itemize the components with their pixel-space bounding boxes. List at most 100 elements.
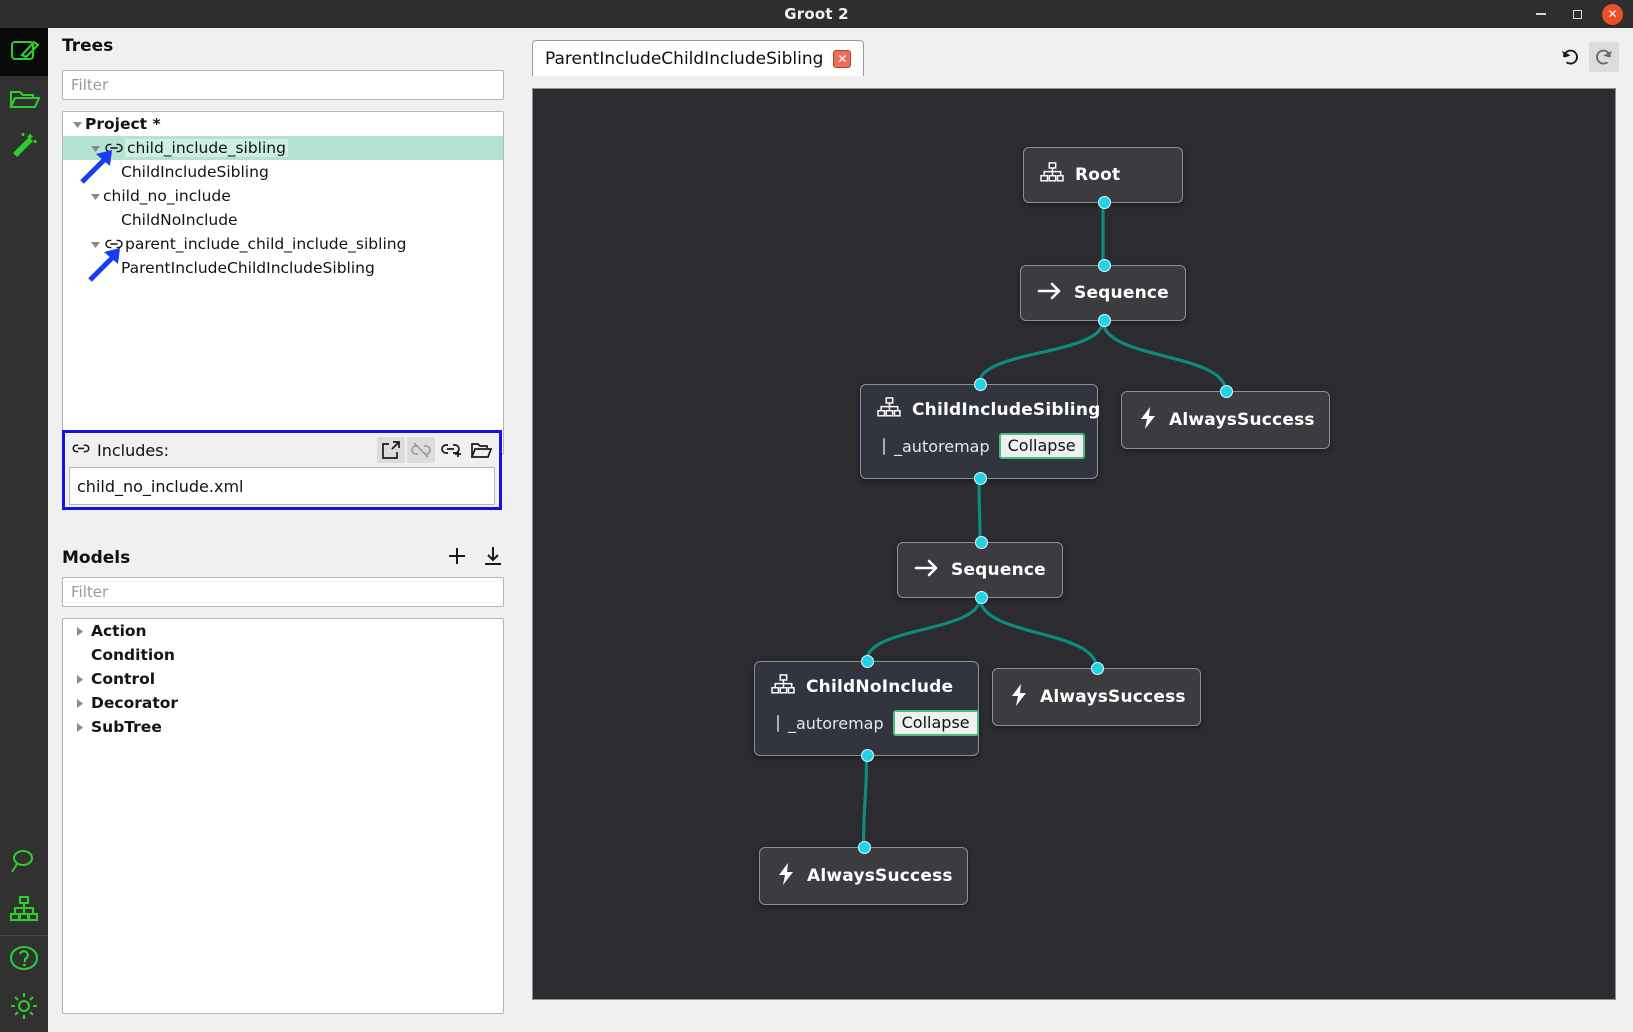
tab-close-icon[interactable]: ✕ bbox=[833, 49, 852, 68]
expand-caret-icon[interactable] bbox=[71, 698, 87, 709]
hierarchy-icon bbox=[771, 674, 795, 700]
expand-caret-icon[interactable] bbox=[71, 674, 87, 685]
bt-node-seq1[interactable]: Sequence bbox=[1020, 259, 1186, 327]
rail-item-wand[interactable] bbox=[0, 124, 48, 172]
includes-header: Includes: bbox=[65, 433, 499, 467]
tree-row[interactable]: child_include_sibling bbox=[63, 136, 503, 160]
folder-icon bbox=[8, 82, 41, 118]
expand-caret-icon[interactable] bbox=[71, 722, 87, 733]
open-folder-icon[interactable] bbox=[467, 437, 495, 463]
model-row[interactable]: Decorator bbox=[63, 691, 503, 715]
add-link-icon[interactable] bbox=[437, 437, 465, 463]
window-controls: ✕ bbox=[1530, 0, 1623, 28]
tree-row[interactable]: Project * bbox=[63, 112, 503, 136]
bolt-icon bbox=[1138, 406, 1158, 434]
question-circle-icon bbox=[8, 942, 40, 978]
tree-row[interactable]: ParentIncludeChildIncludeSibling bbox=[63, 256, 503, 280]
bt-node-as3[interactable]: AlwaysSuccess bbox=[759, 841, 968, 905]
tree-row[interactable]: child_no_include bbox=[63, 184, 503, 208]
rail-item-settings[interactable] bbox=[0, 984, 48, 1032]
bt-edge bbox=[978, 597, 1099, 669]
hierarchy-icon bbox=[8, 893, 40, 929]
tree-row-label: ParentIncludeChildIncludeSibling bbox=[121, 259, 375, 277]
bt-node-seq2[interactable]: Sequence bbox=[897, 536, 1063, 604]
rail-item-open-project[interactable] bbox=[0, 76, 48, 124]
model-row[interactable]: Action bbox=[63, 619, 503, 643]
model-row[interactable]: SubTree bbox=[63, 715, 503, 739]
add-model-button[interactable] bbox=[446, 545, 468, 571]
maximize-button[interactable] bbox=[1566, 3, 1588, 25]
close-button[interactable]: ✕ bbox=[1602, 3, 1623, 25]
tree-row-label: ChildIncludeSibling bbox=[121, 163, 269, 181]
expand-caret-icon[interactable] bbox=[71, 626, 87, 637]
models-panel-title: Models bbox=[62, 548, 131, 568]
models-filter-input[interactable]: Filter bbox=[62, 577, 504, 607]
minimize-button[interactable] bbox=[1530, 3, 1552, 25]
tab-strip: ParentIncludeChildIncludeSibling ✕ bbox=[528, 36, 1623, 76]
expand-caret-icon[interactable] bbox=[87, 191, 103, 202]
rail-divider bbox=[0, 935, 48, 936]
bt-node-title: Root bbox=[1075, 165, 1121, 185]
bt-node-as1[interactable]: AlwaysSuccess bbox=[1121, 385, 1330, 449]
autoremap-checkbox[interactable] bbox=[883, 437, 885, 455]
collapse-button[interactable]: Collapse bbox=[998, 433, 1085, 459]
title-bar: Groot 2 ✕ bbox=[0, 0, 1633, 28]
rail-item-editor[interactable] bbox=[0, 28, 48, 76]
input-port[interactable] bbox=[1091, 662, 1104, 675]
trees-filter-input[interactable]: Filter bbox=[62, 70, 504, 100]
model-row-label: Condition bbox=[91, 646, 175, 664]
tree-row-label: Project * bbox=[85, 115, 161, 133]
input-port[interactable] bbox=[1097, 259, 1111, 272]
model-row[interactable]: Condition bbox=[63, 643, 503, 667]
link-icon bbox=[71, 438, 91, 462]
input-port[interactable] bbox=[1220, 385, 1233, 398]
model-row-label: Decorator bbox=[91, 694, 179, 712]
history-toolbar bbox=[1555, 42, 1619, 72]
collapse-button[interactable]: Collapse bbox=[892, 710, 979, 736]
unlink-icon[interactable] bbox=[407, 437, 435, 463]
includes-toolbar bbox=[377, 437, 495, 463]
output-port[interactable] bbox=[973, 472, 987, 485]
includes-entry[interactable]: child_no_include.xml bbox=[69, 467, 495, 505]
autoremap-label: _autoremap bbox=[788, 713, 884, 733]
trees-panel-title: Trees bbox=[62, 36, 114, 56]
input-port[interactable] bbox=[858, 841, 871, 854]
output-port[interactable] bbox=[1097, 314, 1111, 327]
output-port[interactable] bbox=[861, 749, 874, 762]
model-row[interactable]: Control bbox=[63, 667, 503, 691]
undo-icon[interactable] bbox=[1555, 42, 1585, 72]
expand-caret-icon[interactable] bbox=[87, 239, 103, 250]
rail-item-help[interactable] bbox=[0, 936, 48, 984]
autoremap-checkbox[interactable] bbox=[777, 714, 779, 732]
output-port[interactable] bbox=[974, 591, 988, 604]
redo-icon[interactable] bbox=[1589, 42, 1619, 72]
bt-node-root[interactable]: Root bbox=[1023, 147, 1183, 209]
tree-row[interactable]: ChildNoInclude bbox=[63, 208, 503, 232]
expand-caret-icon[interactable] bbox=[69, 119, 85, 130]
open-external-icon[interactable] bbox=[377, 437, 405, 463]
model-row-label: Control bbox=[91, 670, 156, 688]
bt-edge bbox=[1101, 320, 1228, 392]
output-port[interactable] bbox=[1097, 196, 1111, 209]
rail-item-search[interactable] bbox=[0, 839, 48, 887]
download-icon[interactable] bbox=[482, 545, 504, 571]
tab-parentincludechildincludesibling[interactable]: ParentIncludeChildIncludeSibling ✕ bbox=[532, 40, 865, 76]
bt-edge bbox=[977, 478, 982, 543]
input-port[interactable] bbox=[973, 378, 987, 391]
bt-node-as2[interactable]: AlwaysSuccess bbox=[992, 662, 1201, 726]
tree-row[interactable]: parent_include_child_include_sibling bbox=[63, 232, 503, 256]
input-port[interactable] bbox=[974, 536, 988, 549]
expand-caret-icon[interactable] bbox=[87, 143, 103, 154]
input-port[interactable] bbox=[861, 655, 874, 668]
rail-item-tree-view[interactable] bbox=[0, 887, 48, 935]
bolt-icon bbox=[1009, 683, 1029, 711]
sidebar-rail bbox=[0, 28, 48, 1032]
bt-node-title: ChildIncludeSibling bbox=[912, 400, 1101, 420]
tree-row[interactable]: ChildIncludeSibling bbox=[63, 160, 503, 184]
